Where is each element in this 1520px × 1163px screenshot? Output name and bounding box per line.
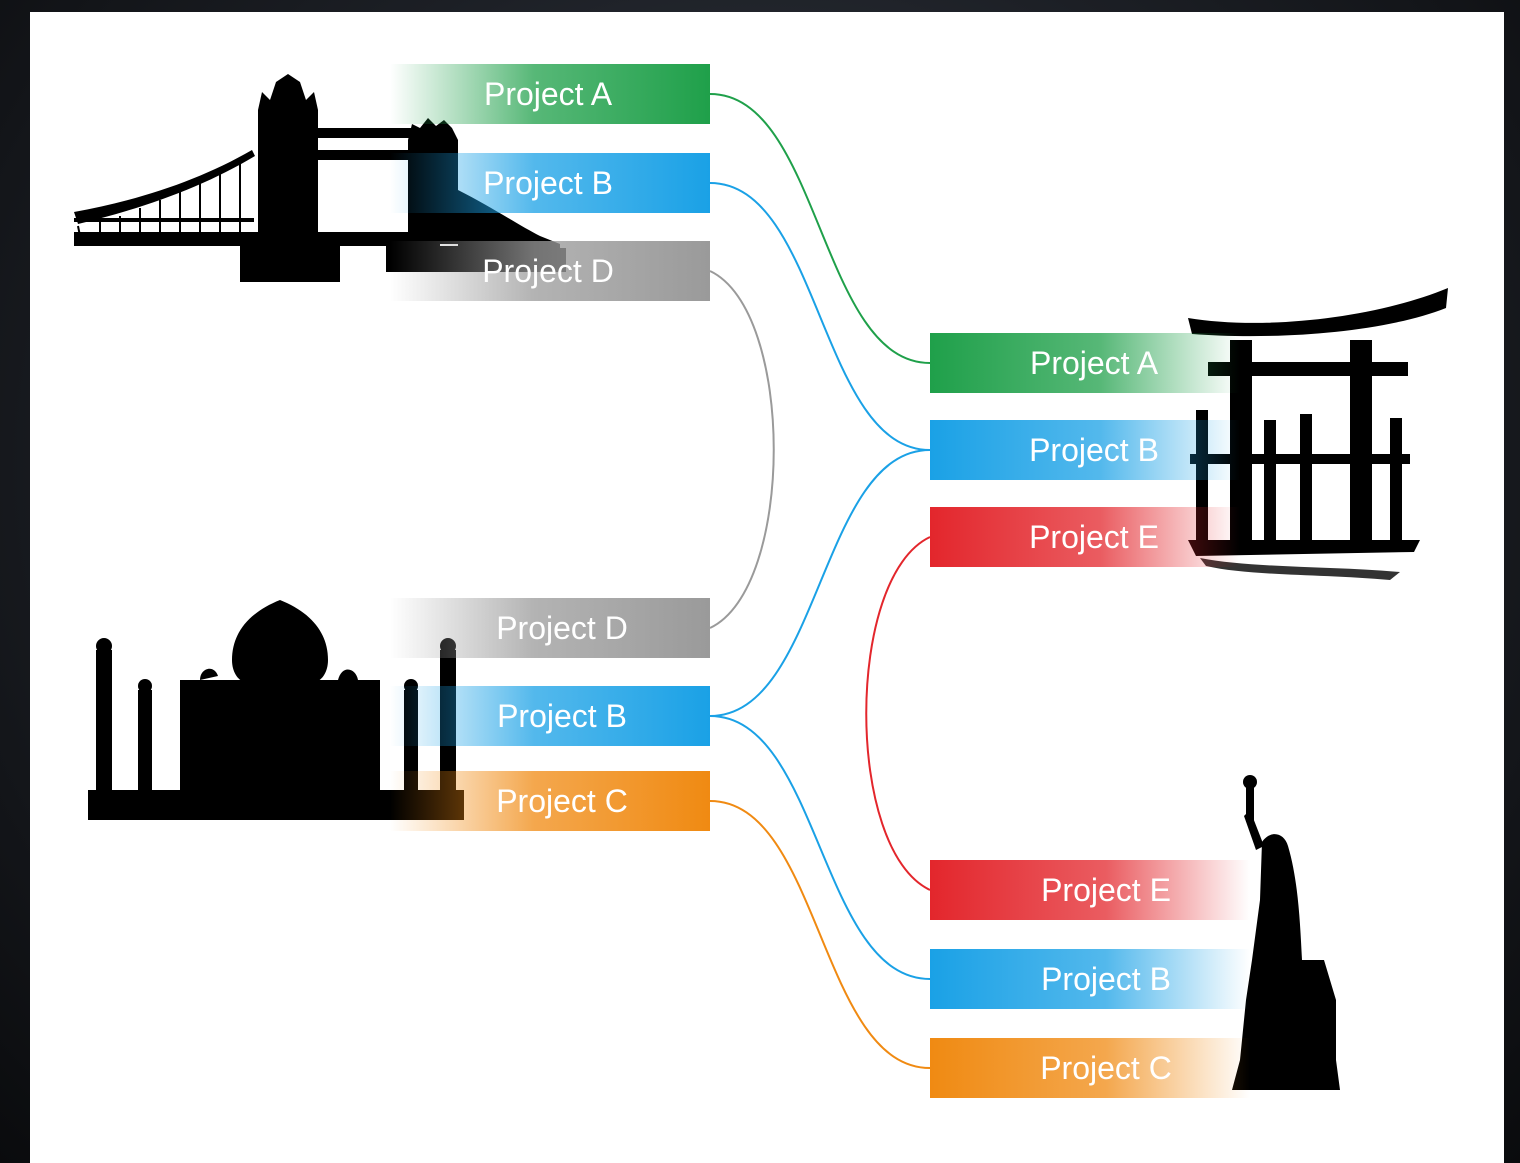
project-label-text: Project B (497, 698, 627, 734)
connection-line-d (709, 270, 775, 629)
project-label-text: Project C (1040, 1050, 1172, 1086)
project-label-bar (930, 949, 1250, 1009)
project-label-text: Project A (484, 76, 613, 112)
project-label-e: Project E (930, 860, 1250, 920)
project-label-b: Project B (390, 153, 710, 213)
project-label-bar (930, 507, 1240, 567)
connection-line-c (709, 800, 931, 1069)
project-label-text: Project E (1029, 519, 1159, 555)
project-label-text: Project C (496, 783, 628, 819)
connection-lines (709, 93, 931, 1069)
project-label-bar (390, 153, 710, 213)
agra-group: Project D Project B Project C (390, 598, 710, 831)
project-label-e: Project E (930, 507, 1240, 567)
project-label-c: Project C (390, 771, 710, 831)
project-label-text: Project D (496, 610, 628, 646)
project-label-bar (390, 771, 710, 831)
project-label-text: Project B (483, 165, 613, 201)
connection-line-e (865, 536, 931, 891)
project-label-c: Project C (930, 1038, 1250, 1098)
connection-line-b (709, 449, 931, 717)
project-label-bar (390, 64, 710, 124)
project-label-b: Project B (390, 686, 710, 746)
project-label-text: Project E (1041, 872, 1171, 908)
london-group: Project A Project B Project D (390, 64, 710, 301)
connection-line-b (709, 182, 931, 451)
project-label-bar (390, 598, 710, 658)
project-label-text: Project D (482, 253, 614, 289)
project-label-b: Project B (930, 420, 1240, 480)
japan-group: Project A Project B Project E (930, 333, 1240, 567)
connection-line-b (709, 715, 931, 980)
taj-mahal-icon (88, 578, 464, 820)
project-label-b: Project B (930, 949, 1250, 1009)
project-label-text: Project B (1029, 432, 1159, 468)
project-label-bar (930, 333, 1240, 393)
project-label-d: Project D (390, 241, 710, 301)
project-label-bar (930, 1038, 1250, 1098)
project-label-bar (930, 860, 1250, 920)
project-label-bar (390, 686, 710, 746)
connection-line-a (709, 93, 931, 364)
new-york-group: Project E Project B Project C (930, 860, 1250, 1098)
project-label-d: Project D (390, 598, 710, 658)
project-label-bar (930, 420, 1240, 480)
statue-of-liberty-icon (1232, 775, 1340, 1090)
project-label-a: Project A (930, 333, 1240, 393)
project-label-bar (390, 241, 710, 301)
project-label-a: Project A (390, 64, 710, 124)
project-label-text: Project B (1041, 961, 1171, 997)
project-label-text: Project A (1030, 345, 1159, 381)
